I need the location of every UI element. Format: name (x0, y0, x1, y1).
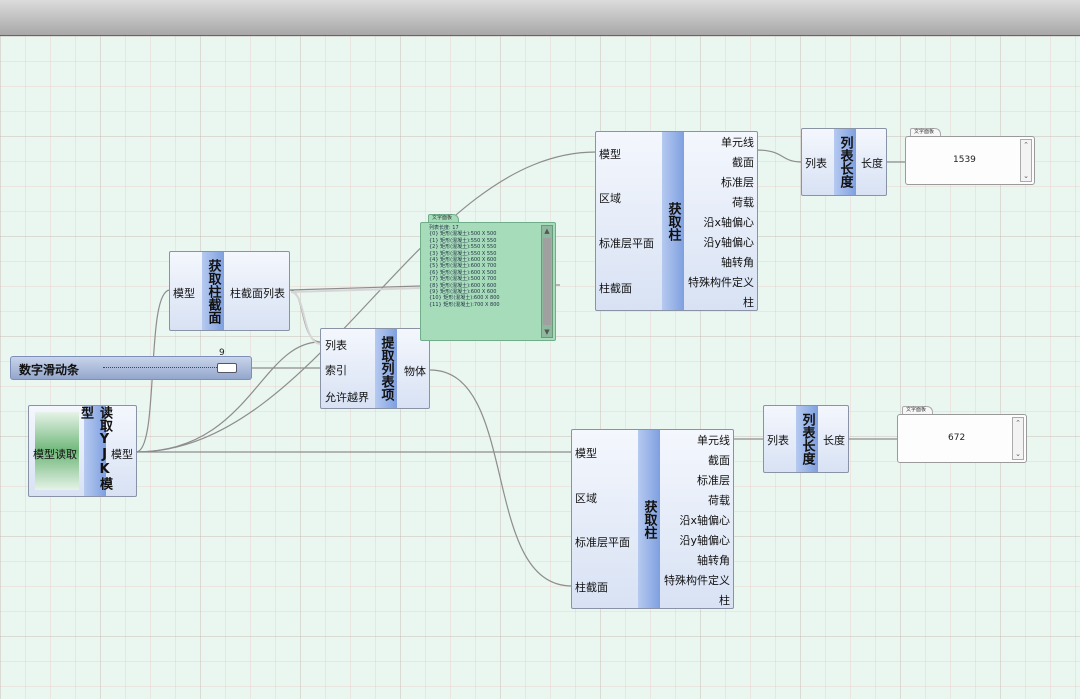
rotation-output[interactable]: 轴转角 (721, 256, 754, 269)
section-list-header: 列表长度: 17 (429, 225, 459, 231)
panel-scrollbar[interactable]: ⌃ ⌄ (1012, 417, 1024, 460)
node-title: 列表长度 (837, 136, 853, 188)
index-input[interactable]: 索引 (325, 364, 347, 377)
panel-tab: 文字面板 (902, 406, 934, 414)
y-eccentric-output[interactable]: 沿y轴偏心 (679, 534, 730, 547)
section-list-row: {8} 矩形(混凝土):600 X 600 (429, 282, 497, 289)
node-title-bar: 提取列表项 (375, 329, 397, 408)
wrap-input[interactable]: 允许越界 (325, 391, 369, 404)
list-input[interactable]: 列表 (805, 157, 827, 170)
node-title: 获取柱 (641, 499, 657, 539)
node-title: 提取列表项 (378, 336, 394, 401)
chevron-down-icon[interactable]: ⌄ (1015, 450, 1021, 458)
section-list-row: {4} 矩形(混凝土):600 X 600 (429, 257, 497, 264)
floor-plan-input[interactable]: 标准层平面 (599, 237, 654, 250)
list-length-node-top[interactable]: 列表 列表长度 长度 (801, 128, 887, 196)
node-title-bar: 获取柱 (662, 132, 684, 310)
load-output[interactable]: 荷载 (732, 196, 754, 209)
column-section-input[interactable]: 柱截面 (599, 282, 632, 295)
model-output[interactable]: 模型 (111, 448, 133, 461)
element-line-output[interactable]: 单元线 (697, 434, 730, 447)
slider-value: 9 (219, 348, 225, 358)
section-output[interactable]: 截面 (732, 156, 754, 169)
node-title: 读取YJK模型 (78, 406, 112, 490)
section-panel-tab: 文字面板 (428, 214, 460, 222)
slider-label: 数字滑动条 (19, 363, 80, 377)
section-list-row: {5} 矩形(混凝土):600 X 700 (429, 263, 497, 270)
load-output[interactable]: 荷载 (708, 494, 730, 507)
top-toolbar (0, 0, 1080, 36)
chevron-up-icon[interactable]: ⌃ (1023, 141, 1029, 149)
column-output[interactable]: 柱 (743, 296, 754, 309)
panel-value: 672 (948, 433, 966, 443)
node-title: 获取柱截面 (205, 258, 221, 324)
list-input[interactable]: 列表 (767, 434, 789, 447)
floor-output[interactable]: 标准层 (721, 176, 754, 189)
scroll-thumb[interactable] (543, 238, 551, 325)
chevron-up-icon[interactable]: ⌃ (1015, 419, 1021, 427)
text-panel-top[interactable]: 1539 ⌃ ⌄ (905, 136, 1035, 185)
model-input[interactable]: 模型 (173, 287, 195, 300)
element-line-output[interactable]: 单元线 (721, 136, 754, 149)
section-list-row: {1} 矩形(混凝土):550 X 550 (429, 237, 497, 244)
panel-scrollbar[interactable]: ⌃ ⌄ (1020, 139, 1032, 182)
model-read-input[interactable]: 模型读取 (33, 448, 77, 461)
panel-value: 1539 (953, 155, 976, 165)
node-title-bar: 读取YJK模型 (78, 406, 112, 496)
section-list-row: {3} 矩形(混凝土):550 X 550 (429, 250, 497, 257)
node-title-bar: 获取柱截面 (202, 252, 224, 330)
y-eccentric-output[interactable]: 沿y轴偏心 (703, 236, 754, 249)
special-def-output[interactable]: 特殊构件定义 (688, 276, 754, 289)
node-title-bar: 列表长度 (796, 406, 818, 472)
column-section-input[interactable]: 柱截面 (575, 581, 608, 594)
section-list-output[interactable]: 柱截面列表 (230, 287, 285, 300)
section-list-row: {2} 矩形(混凝土):550 X 550 (429, 244, 497, 251)
section-list-row: {10} 矩形(混凝土):600 X 800 (429, 295, 500, 302)
section-list-row: {7} 矩形(混凝土):500 X 700 (429, 276, 497, 283)
length-output[interactable]: 长度 (823, 434, 845, 447)
panel-scrollbar[interactable]: ▲ ▼ (541, 225, 553, 338)
section-list-row: {6} 矩形(混凝土):600 X 500 (429, 269, 497, 276)
get-column-node-bottom[interactable]: 模型 区域 标准层平面 柱截面 获取柱 单元线 截面 标准层 荷载 沿x轴偏心 … (571, 429, 734, 609)
section-list-row: {0} 矩形(混凝土):500 X 500 (429, 231, 497, 238)
list-item-node[interactable]: 列表 索引 允许越界 提取列表项 物体 (320, 328, 430, 409)
model-file-preview (35, 412, 79, 490)
chevron-down-icon[interactable]: ⌄ (1023, 172, 1029, 180)
text-panel-bottom[interactable]: 672 ⌃ ⌄ (897, 414, 1027, 463)
x-eccentric-output[interactable]: 沿x轴偏心 (703, 216, 754, 229)
chevron-down-icon[interactable]: ▼ (544, 328, 550, 336)
floor-output[interactable]: 标准层 (697, 474, 730, 487)
node-title-bar: 列表长度 (834, 129, 856, 195)
slider-track[interactable] (103, 367, 229, 370)
chevron-up-icon[interactable]: ▲ (544, 227, 550, 235)
section-list-row: {9} 矩形(混凝土):600 X 600 (429, 289, 497, 296)
node-title: 获取柱 (665, 201, 681, 241)
item-output[interactable]: 物体 (404, 365, 426, 378)
section-list-row: {11} 矩形(混凝土):700 X 800 (429, 301, 500, 308)
panel-tab: 文字面板 (910, 128, 942, 136)
section-output[interactable]: 截面 (708, 454, 730, 467)
list-input[interactable]: 列表 (325, 339, 347, 352)
column-output[interactable]: 柱 (719, 594, 730, 607)
model-input[interactable]: 模型 (599, 148, 621, 161)
region-input[interactable]: 区域 (575, 492, 597, 505)
x-eccentric-output[interactable]: 沿x轴偏心 (679, 514, 730, 527)
node-title-bar: 获取柱 (638, 430, 660, 608)
list-length-node-bottom[interactable]: 列表 列表长度 长度 (763, 405, 849, 473)
get-column-section-node[interactable]: 模型 获取柱截面 柱截面列表 (169, 251, 290, 331)
read-yjk-model-node[interactable]: 模型读取 读取YJK模型 模型 (28, 405, 137, 497)
get-column-node-top[interactable]: 模型 区域 标准层平面 柱截面 获取柱 单元线 截面 标准层 荷载 沿x轴偏心 … (595, 131, 758, 311)
number-slider[interactable]: 数字滑动条 9 (10, 348, 252, 380)
region-input[interactable]: 区域 (599, 192, 621, 205)
model-input[interactable]: 模型 (575, 447, 597, 460)
section-list-panel[interactable]: 列表长度: 17 {0} 矩形(混凝土):500 X 500 {1} 矩形(混凝… (420, 222, 556, 341)
node-title: 列表长度 (799, 413, 815, 465)
special-def-output[interactable]: 特殊构件定义 (664, 574, 730, 587)
length-output[interactable]: 长度 (861, 157, 883, 170)
slider-handle[interactable] (217, 363, 237, 373)
rotation-output[interactable]: 轴转角 (697, 554, 730, 567)
floor-plan-input[interactable]: 标准层平面 (575, 536, 630, 549)
